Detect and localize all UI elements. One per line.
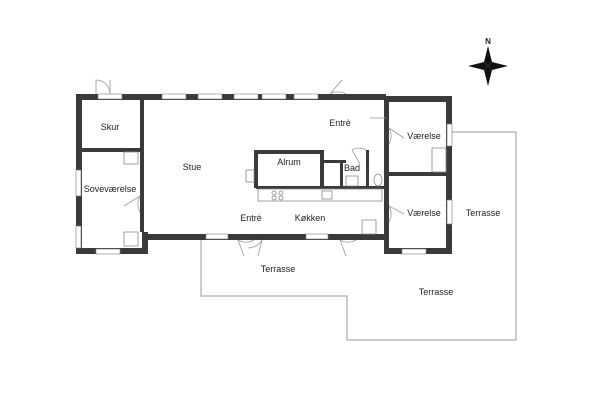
- window: [293, 93, 319, 100]
- window: [197, 93, 223, 100]
- window: [233, 93, 259, 100]
- wall-stue-left: [140, 100, 144, 232]
- door-bad: [351, 147, 367, 165]
- fixtures: [123, 147, 447, 247]
- window: [205, 233, 229, 240]
- fixture-alrum: [245, 169, 255, 183]
- label-kokken: Køkken: [295, 213, 326, 223]
- door-entre-outer: [329, 79, 347, 95]
- wall-top-right: [384, 96, 452, 102]
- door-kokken: [339, 239, 357, 257]
- label-terrasse-front: Terrasse: [261, 264, 296, 274]
- doors: [95, 79, 405, 257]
- window: [446, 123, 453, 147]
- interior-walls: [82, 100, 449, 232]
- door-skur-outer: [95, 79, 111, 95]
- compass-north-label: N: [485, 37, 491, 46]
- counter: [257, 188, 383, 202]
- wall-vaerelse-divider: [389, 172, 449, 176]
- wall-bad-right: [366, 150, 369, 190]
- window: [161, 93, 187, 100]
- terrace-outline: [200, 131, 517, 341]
- wall-bottom-middle: [142, 234, 388, 240]
- kitchen-sink: [321, 190, 333, 200]
- label-terrasse-right: Terrasse: [466, 208, 501, 218]
- bathroom-fixtures: [345, 173, 383, 187]
- label-vaerelse-bottom: Værelse: [407, 208, 441, 218]
- wall-step: [142, 232, 148, 254]
- counter-line: [256, 186, 384, 189]
- window: [261, 93, 287, 100]
- label-sovevaerelse: Soveværelse: [84, 184, 137, 194]
- door-entre-bottom: [237, 239, 255, 257]
- wall-alrum-right: [320, 150, 324, 188]
- label-bad: Bad: [344, 163, 360, 173]
- compass-north-arrow-icon: [484, 46, 492, 66]
- stove-burner: [271, 190, 277, 196]
- toilet: [373, 173, 383, 187]
- window: [401, 248, 427, 255]
- label-alrum: Alrum: [277, 157, 301, 167]
- window: [75, 169, 82, 197]
- compass-west-arrow-icon: [468, 62, 488, 70]
- wall-entre-divider: [384, 172, 406, 175]
- wall-skur-bottom: [82, 148, 142, 152]
- terrace-outlines: [200, 131, 517, 341]
- compass-south-arrow-icon: [484, 66, 492, 86]
- bath-sink: [345, 175, 359, 187]
- label-terrasse-bottom: Terrasse: [419, 287, 454, 297]
- wall-alrum-top: [254, 150, 322, 154]
- window: [95, 248, 121, 255]
- window: [97, 93, 123, 100]
- stove-burner: [278, 195, 284, 201]
- room-labels: Skur Soveværelse Stue Alrum Entrè Bad Væ…: [84, 118, 501, 297]
- label-skur: Skur: [101, 122, 120, 132]
- stove-burner: [271, 195, 277, 201]
- wall-bad-mid: [340, 160, 343, 190]
- wall-alrum-left: [254, 150, 258, 188]
- compass-east-arrow-icon: [488, 62, 508, 70]
- label-vaerelse-top: Værelse: [407, 131, 441, 141]
- wall-top: [76, 94, 386, 100]
- door-sovevaerelse: [123, 195, 141, 213]
- window: [446, 199, 453, 225]
- stove-burner: [278, 190, 284, 196]
- door-vaerelse-bottom: [388, 205, 405, 223]
- door-entre-bottom-leaf: [247, 239, 263, 257]
- door-vaerelse-top: [388, 127, 405, 145]
- window: [305, 233, 329, 240]
- fixture-sovevaerelse-bottom: [123, 231, 139, 247]
- label-entre-top: Entrè: [329, 118, 351, 128]
- fixture-kokken: [361, 219, 377, 235]
- fixture-sovevaerelse: [123, 151, 139, 165]
- compass: N: [468, 37, 508, 86]
- window: [75, 225, 82, 249]
- wall-bad-top: [320, 160, 346, 163]
- kitchen-counter: [257, 188, 383, 202]
- label-entre-bottom: Entrè: [240, 213, 262, 223]
- label-stue: Stue: [183, 162, 202, 172]
- fixture-vaerelse: [431, 147, 447, 173]
- windows: [75, 93, 453, 255]
